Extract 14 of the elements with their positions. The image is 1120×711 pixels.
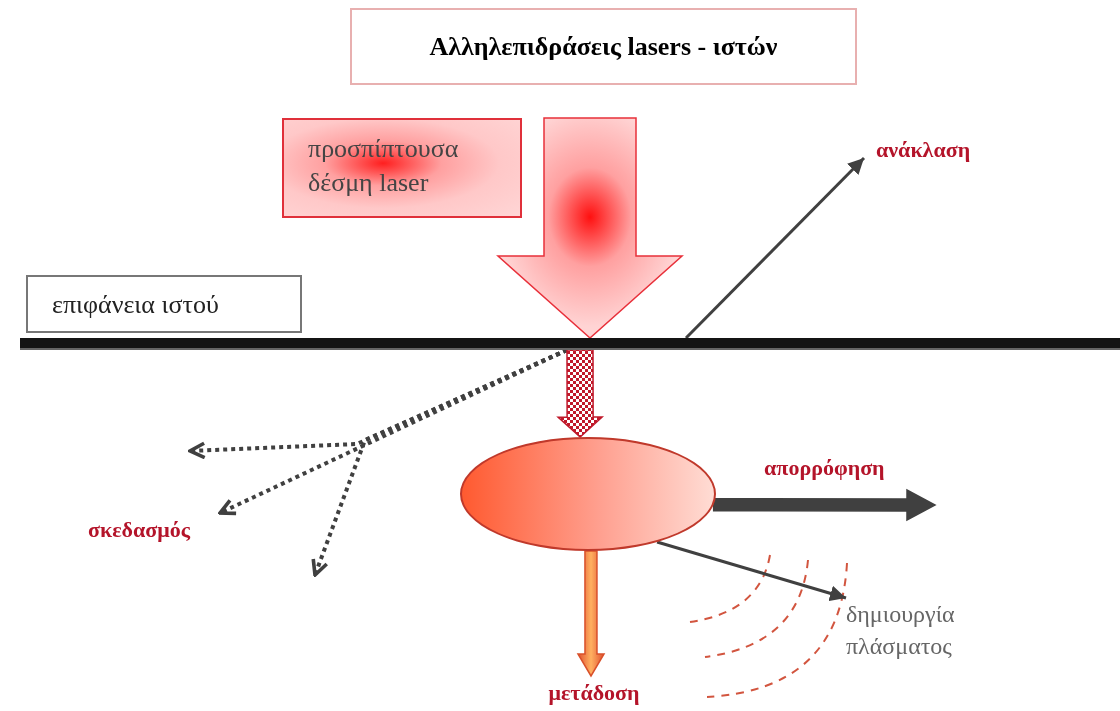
- block-arrow: [556, 349, 605, 439]
- effect-label: μετάδοση: [526, 676, 662, 706]
- title-box: Αλληλεπιδράσεις lasers - ιστών: [350, 8, 857, 85]
- dotted-arrow: [311, 348, 568, 577]
- effect-label: δημιουργία πλάσματος: [806, 598, 996, 670]
- effect-label: σκεδασμός: [88, 513, 238, 547]
- block-arrow: [576, 550, 606, 678]
- arrow: [684, 156, 866, 340]
- arrow: [656, 540, 847, 602]
- block-arrow: [496, 117, 684, 339]
- surface-label-box: επιφάνεια ιστού: [26, 275, 302, 333]
- block-arrow: [712, 488, 937, 522]
- incident-beam-box: προσπίπτουσα δέσμη laser: [282, 118, 522, 218]
- effect-label: ανάκλαση: [864, 133, 1014, 169]
